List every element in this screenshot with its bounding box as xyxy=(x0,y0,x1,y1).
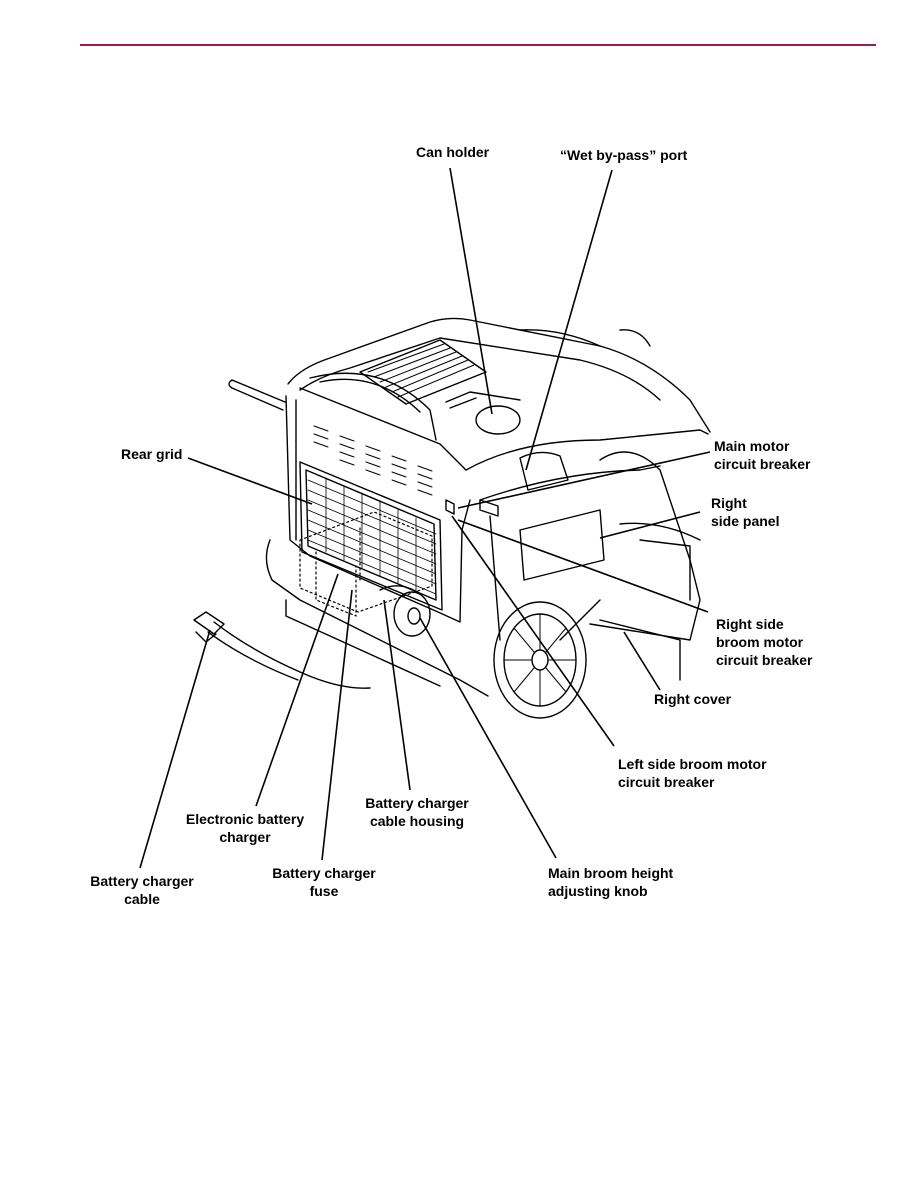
label-battery-charger-fuse: Battery charger fuse xyxy=(272,865,376,899)
label-rear-grid: Rear grid xyxy=(121,446,183,462)
label-left-side-broom-circuit-breaker: Left side broom motor circuit breaker xyxy=(618,756,767,790)
label-main-motor-circuit-breaker: Main motor circuit breaker xyxy=(714,438,811,472)
label-main-broom-height-adjusting-knob: Main broom height adjusting knob xyxy=(548,865,674,899)
label-can-holder: Can holder xyxy=(416,144,490,160)
label-electronic-battery-charger: Electronic battery charger xyxy=(185,811,305,845)
label-battery-charger-cable-housing: Battery charger cable housing xyxy=(365,795,469,829)
label-right-side-broom-circuit-breaker: Right side broom motor circuit breaker xyxy=(716,616,813,668)
label-battery-charger-cable: Battery charger cable xyxy=(90,873,194,907)
label-wet-bypass-port: “Wet by-pass” port xyxy=(560,147,688,163)
label-right-cover: Right cover xyxy=(654,691,732,707)
header-rule xyxy=(80,44,876,46)
label-right-side-panel: Right side panel xyxy=(711,495,780,529)
